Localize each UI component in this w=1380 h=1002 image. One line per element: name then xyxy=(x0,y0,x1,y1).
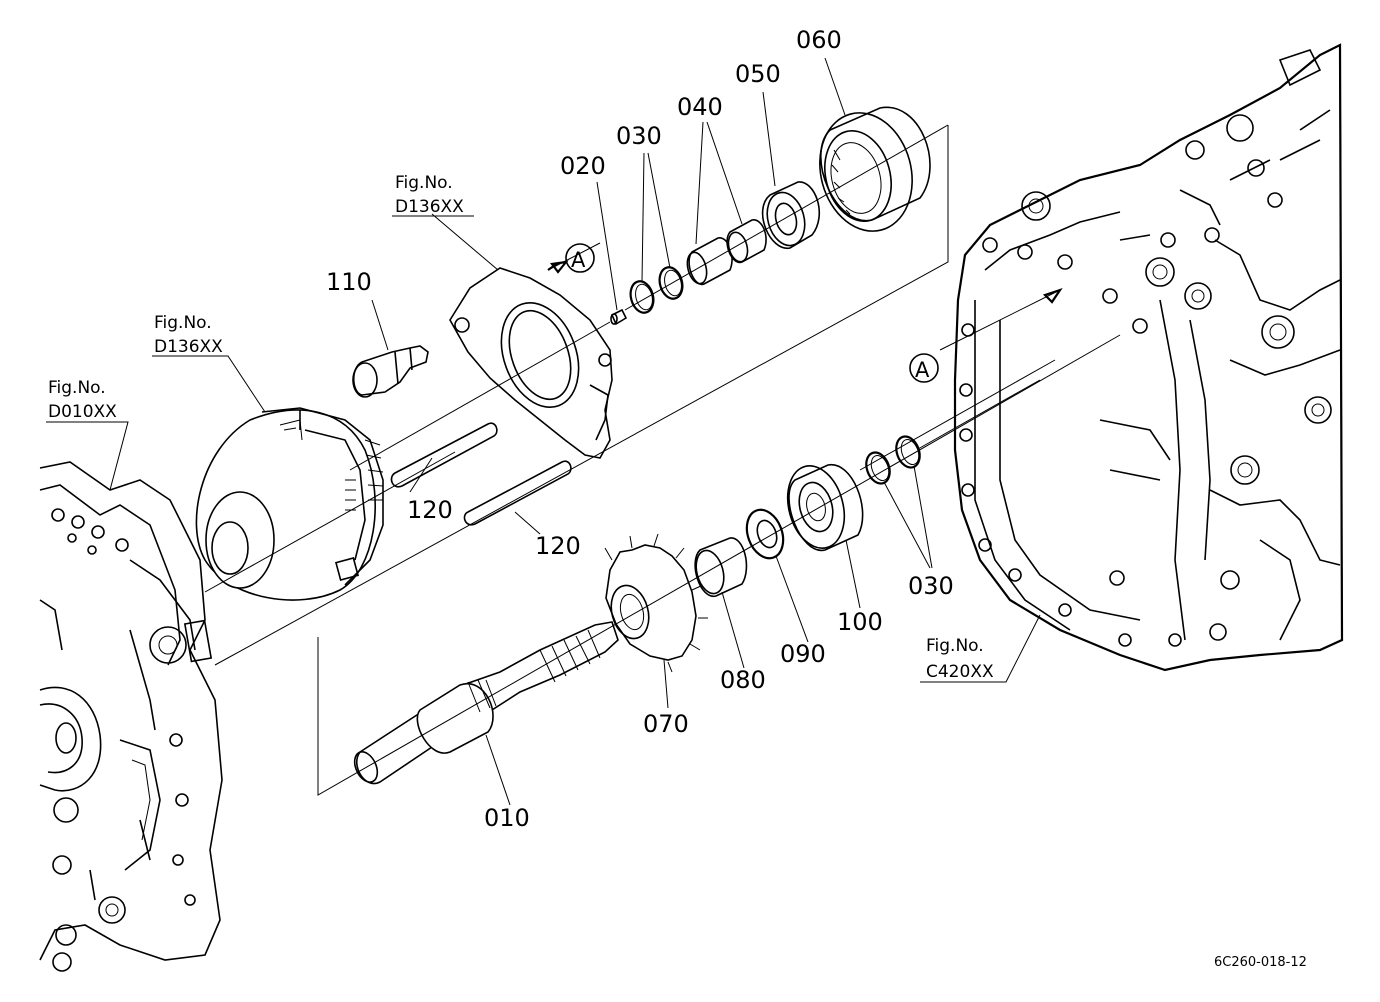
label-part-120-first: 120 xyxy=(407,496,453,524)
gear-hub-060 xyxy=(819,106,931,232)
diagram-code: 6C260-018-12 xyxy=(1214,955,1307,970)
gear-070 xyxy=(604,533,708,673)
label-part-010: 010 xyxy=(484,804,530,832)
label-part-120-second: 120 xyxy=(535,532,581,560)
label-part-040: 040 xyxy=(677,93,723,121)
ref-code-left: D136XX xyxy=(154,337,223,357)
clutch-cover-plate xyxy=(449,267,613,459)
label-part-050: 050 xyxy=(735,60,781,88)
label-part-060: 060 xyxy=(796,26,842,54)
clutch-drum-assembly xyxy=(195,407,384,601)
label-part-090: 090 xyxy=(780,640,826,668)
assembly-frame-lines xyxy=(204,124,1121,796)
figure-references: Fig.No. D136XX Fig.No. D136XX Fig.No. D0… xyxy=(46,173,1006,683)
needle-bearing-080 xyxy=(694,537,748,597)
label-part-020: 020 xyxy=(560,152,606,180)
label-part-080: 080 xyxy=(720,666,766,694)
label-part-030-lower: 030 xyxy=(908,572,954,600)
marker-a-lower-text: A xyxy=(915,358,930,382)
ref-code-case: C420XX xyxy=(926,662,994,682)
ref-title-case: Fig.No. xyxy=(926,636,984,656)
thrust-washer-090 xyxy=(745,508,785,560)
label-part-070: 070 xyxy=(643,710,689,738)
marker-a-upper-text: A xyxy=(571,248,586,272)
pins-120 xyxy=(390,422,572,526)
leader-lines xyxy=(46,57,1041,806)
bolt-110 xyxy=(352,345,429,398)
ball-bearing-100 xyxy=(786,464,864,551)
marker-a-upper: A xyxy=(565,243,595,273)
rings-030-lower xyxy=(865,435,921,485)
ref-code-upper: D136XX xyxy=(395,197,464,217)
label-part-100: 100 xyxy=(837,608,883,636)
marker-a-lower: A xyxy=(909,353,939,383)
label-part-030-upper: 030 xyxy=(616,122,662,150)
ref-code-housing: D010XX xyxy=(48,402,117,422)
right-transmission-case xyxy=(953,43,1344,672)
shaft-010 xyxy=(353,621,619,785)
ref-title-left: Fig.No. xyxy=(154,313,212,333)
ref-title-housing: Fig.No. xyxy=(48,378,106,398)
ref-title-upper: Fig.No. xyxy=(395,173,453,193)
part-labels: 060 050 040 030 020 110 120 120 010 070 … xyxy=(326,26,954,832)
rings-030-upper xyxy=(629,266,684,314)
bearing-050 xyxy=(761,181,821,249)
plug-020 xyxy=(610,308,628,326)
left-transmission-housing xyxy=(39,461,223,972)
label-part-110: 110 xyxy=(326,268,372,296)
